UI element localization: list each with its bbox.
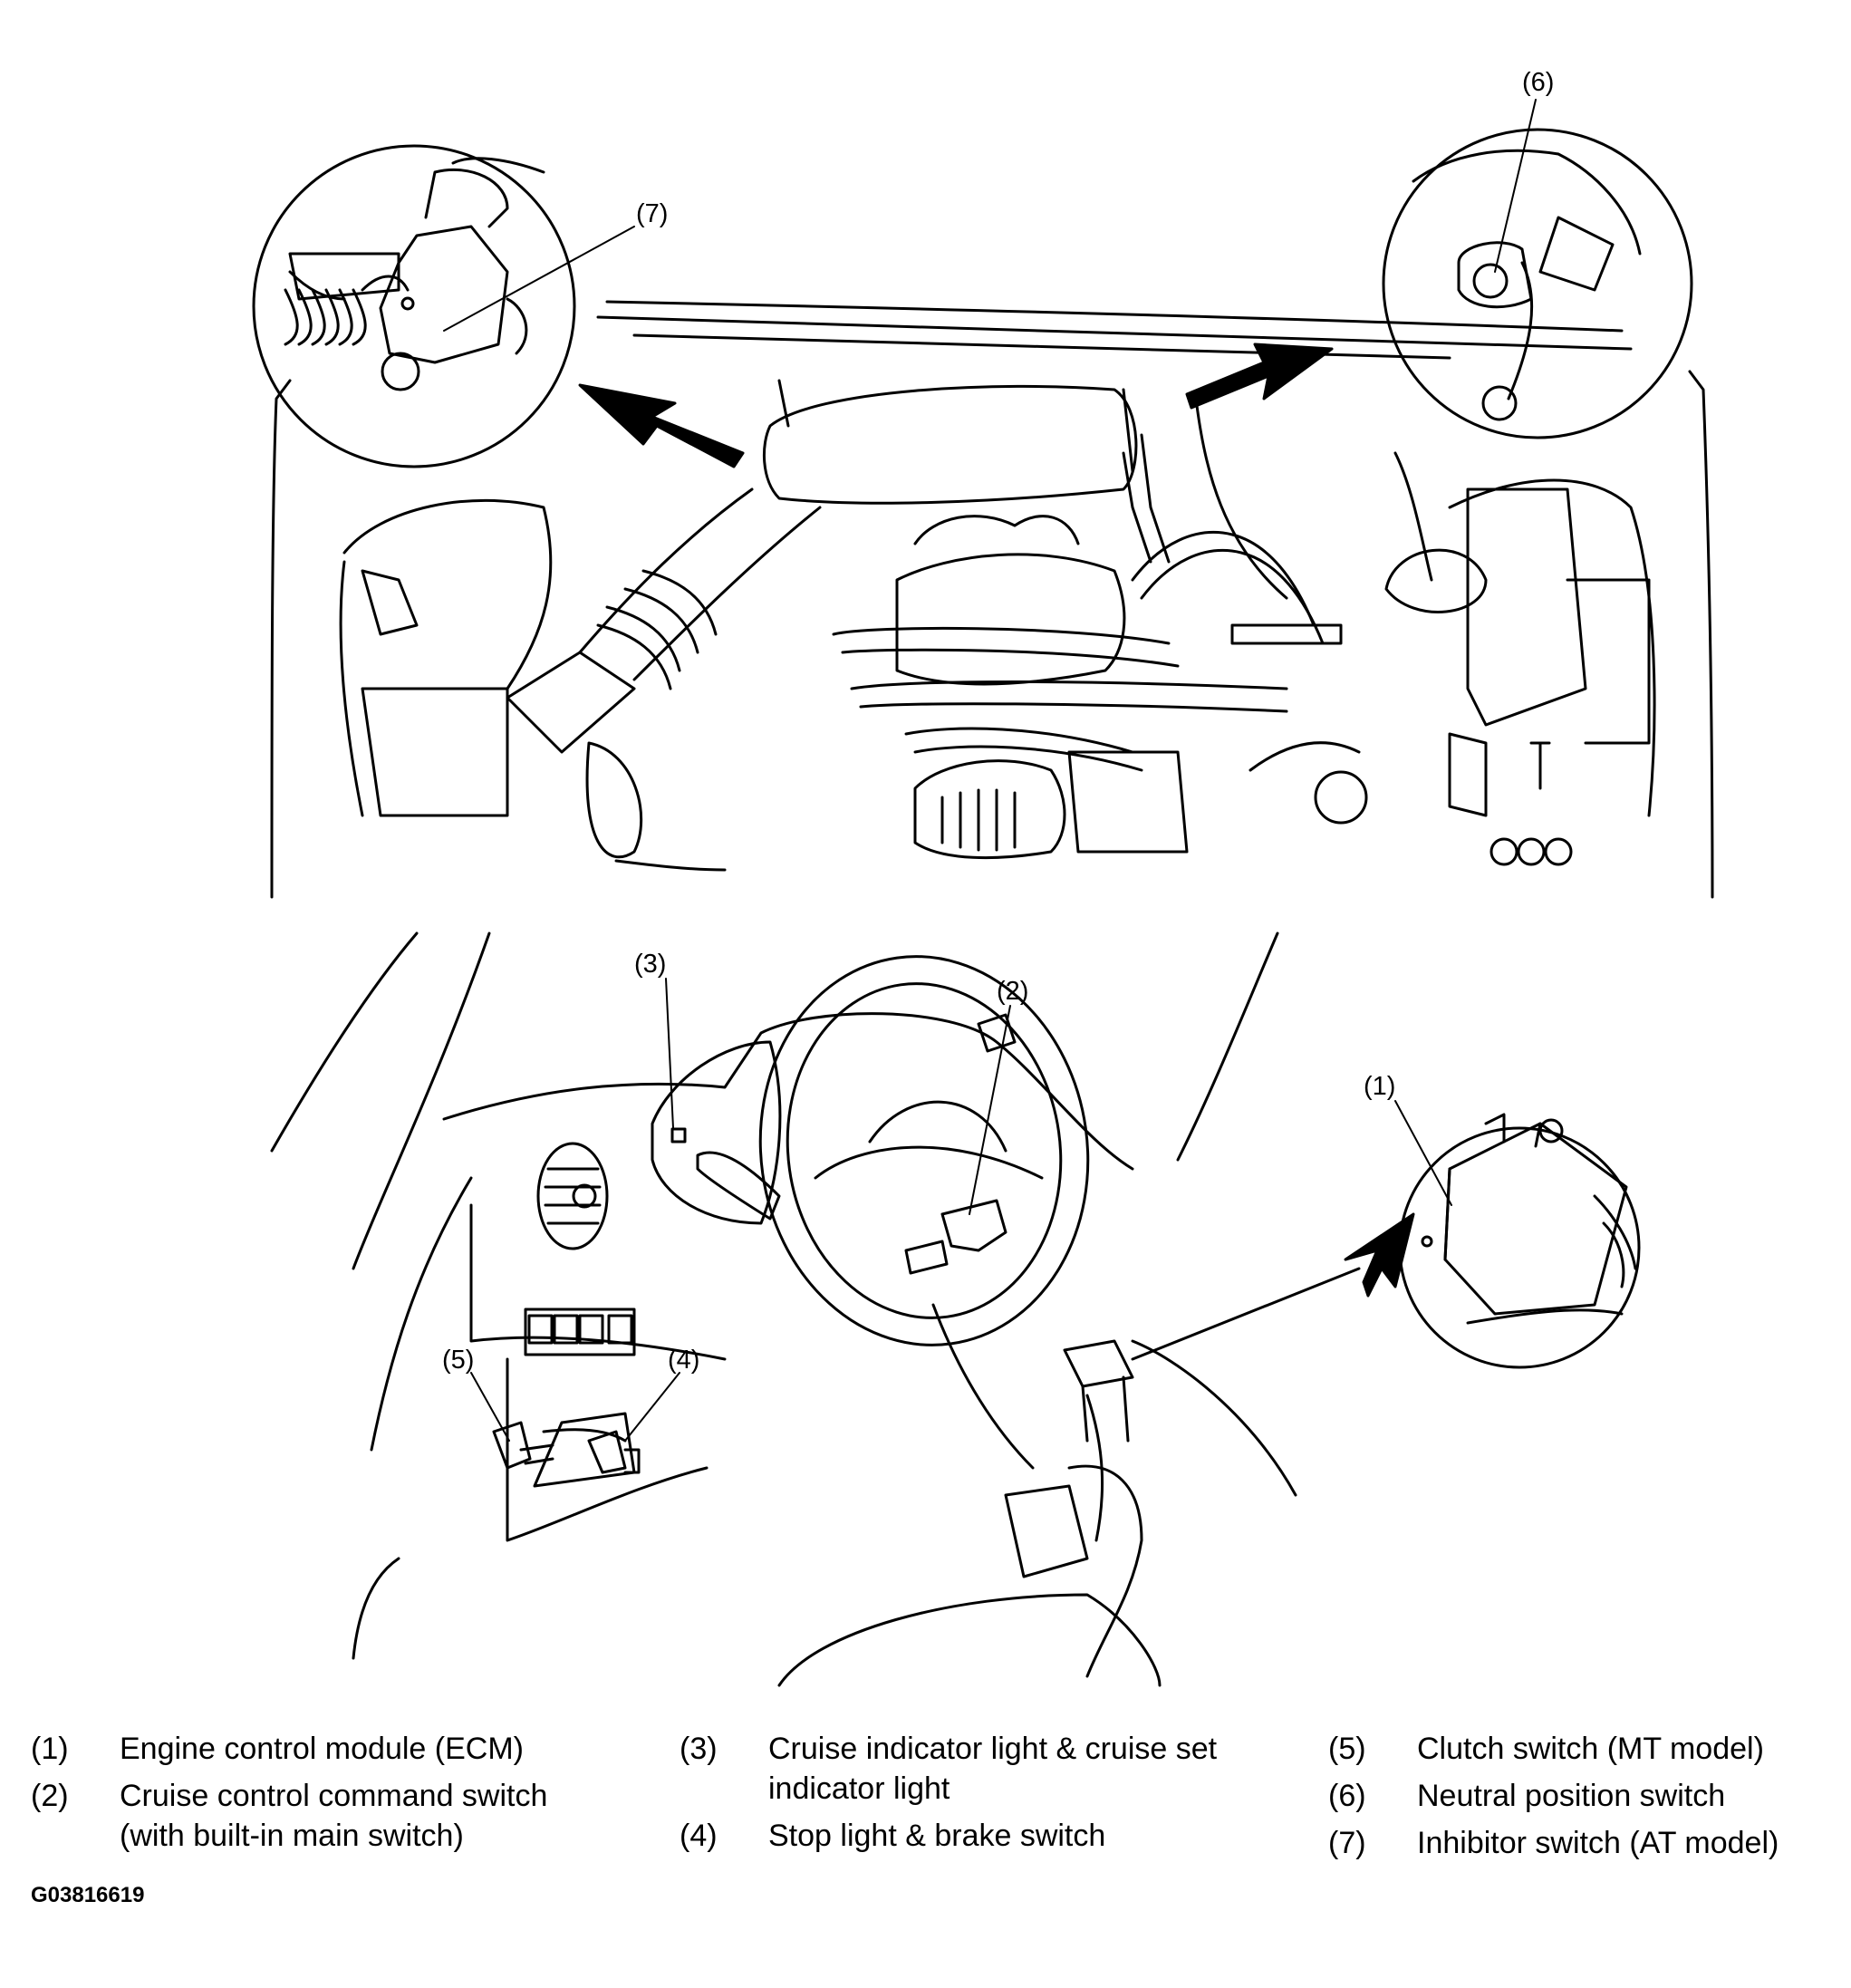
steering-wheel — [758, 955, 1090, 1346]
legend-label: Cruise control command switch (with buil… — [120, 1779, 548, 1853]
legend-item-5: (5) Clutch switch (MT model) — [1328, 1729, 1836, 1769]
legend-number: (5) — [1328, 1732, 1366, 1766]
legend-label: Engine control module (ECM) — [120, 1732, 524, 1766]
legend-column-3: (5) Clutch switch (MT model) (6) Neutral… — [1328, 1729, 1836, 1870]
dashboard — [442, 1012, 1134, 1171]
legend-column-2: (3) Cruise indicator light & cruise set … — [680, 1729, 1277, 1863]
arrow-to-inset-7 — [578, 383, 745, 468]
callout-7: (7) — [636, 199, 668, 228]
callout-4: (4) — [668, 1346, 699, 1375]
legend-number: (2) — [31, 1779, 69, 1813]
legend-item-1: (1) Engine control module (ECM) — [31, 1729, 620, 1769]
clutch-switch — [492, 1421, 532, 1470]
engine-bay-drawing — [270, 300, 1714, 899]
combination-switch-lever — [696, 1151, 781, 1221]
intake-duct — [578, 487, 822, 681]
legend-label: Clutch switch (MT model) — [1417, 1732, 1764, 1766]
legend-number: (7) — [1328, 1826, 1366, 1860]
legend-number: (4) — [680, 1819, 718, 1853]
arrow-to-ecm-inset — [1344, 1212, 1415, 1298]
legend-number: (1) — [31, 1732, 69, 1766]
oil-filler-cap — [1314, 770, 1368, 825]
figure-code: G03816619 — [31, 1883, 145, 1907]
driver-seat — [777, 1593, 1162, 1687]
legend-number: (6) — [1328, 1779, 1366, 1813]
legend-item-2: (2) Cruise control command switch (with … — [31, 1776, 620, 1856]
legend-label: Stop light & brake switch — [768, 1819, 1106, 1853]
brake-switch — [587, 1430, 627, 1474]
engine-block — [895, 553, 1126, 686]
battery — [1566, 578, 1651, 745]
callout-5: (5) — [442, 1346, 474, 1375]
gear-shift-knob — [1063, 1339, 1134, 1388]
legend-item-6: (6) Neutral position switch — [1328, 1776, 1836, 1816]
callout-1: (1) — [1364, 1072, 1395, 1101]
legend-label: Neutral position switch — [1417, 1779, 1726, 1813]
cruise-control-switch — [940, 1199, 1007, 1252]
legend-number: (3) — [680, 1732, 718, 1766]
inset-ecm — [1398, 1113, 1641, 1369]
callout-3: (3) — [634, 950, 666, 979]
inset-neutral-position-switch — [1382, 128, 1693, 439]
inset-inhibitor-switch — [252, 144, 576, 468]
cruise-indicator-light — [670, 1127, 687, 1144]
instrument-cluster — [651, 1040, 782, 1225]
legend-item-4: (4) Stop light & brake switch — [680, 1816, 1277, 1856]
washer-reservoir — [1384, 548, 1488, 613]
callout-leaders — [443, 99, 1537, 1442]
callout-2: (2) — [997, 977, 1028, 1006]
callout-6: (6) — [1522, 68, 1554, 97]
air-vent — [536, 1142, 609, 1250]
ecm-leader-line — [1131, 1267, 1361, 1361]
legend-item-3: (3) Cruise indicator light & cruise set … — [680, 1729, 1277, 1809]
legend-label: Cruise indicator light & cruise set indi… — [768, 1732, 1218, 1806]
legend-label: Inhibitor switch (AT model) — [1417, 1826, 1779, 1860]
interior-drawing — [270, 931, 1297, 1687]
legend-column-1: (1) Engine control module (ECM) (2) Crui… — [31, 1729, 620, 1863]
legend-item-7: (7) Inhibitor switch (AT model) — [1328, 1823, 1836, 1863]
ecm-body — [1443, 1122, 1628, 1316]
air-cleaner-box — [762, 384, 1138, 505]
arrow-to-inset-6 — [1185, 343, 1334, 410]
